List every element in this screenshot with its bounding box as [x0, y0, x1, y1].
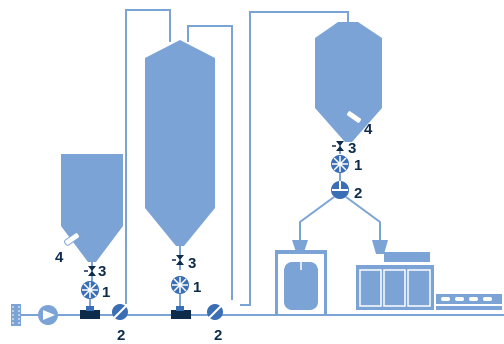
- tall-silo-valve-label: 3: [188, 255, 196, 272]
- diverter-left-label: 2: [117, 327, 125, 344]
- right-diverter-label: 2: [354, 185, 362, 202]
- conveyor: [436, 294, 502, 310]
- rotary-feeder-icon: [331, 155, 349, 173]
- small-silo: [61, 154, 123, 262]
- compartment-machine: [356, 240, 434, 310]
- right-hopper-valve-label: 3: [348, 140, 356, 157]
- filter-icon: [11, 304, 21, 326]
- right-hopper-sensor-label: 4: [364, 121, 373, 138]
- injector-left: [80, 299, 100, 319]
- butterfly-valve-icon: [172, 246, 184, 270]
- split-pipes: [299, 196, 381, 240]
- conveying-pipes: [125, 9, 349, 306]
- small-silo-sensor-label: 4: [55, 249, 64, 266]
- small-silo-feeder-label: 1: [102, 284, 110, 301]
- right-hopper-feeder-label: 1: [354, 157, 362, 174]
- rotary-feeder-icon: [81, 281, 99, 299]
- butterfly-valve-icon: [84, 262, 96, 282]
- level-sensor-icon: [64, 232, 80, 246]
- rotary-feeder-icon: [171, 276, 189, 294]
- butterfly-valve-icon: [332, 141, 344, 154]
- blower-icon: [38, 305, 58, 325]
- diverter-middle-label: 2: [214, 327, 222, 344]
- level-sensor-icon: [346, 110, 362, 124]
- small-silo-valve-label: 3: [98, 263, 106, 280]
- tall-silo: [145, 40, 215, 246]
- tall-silo-feeder-label: 1: [193, 279, 201, 296]
- injector-middle: [171, 294, 191, 319]
- diverter-valve-icon: [331, 173, 349, 199]
- mixer-tank: [275, 240, 327, 314]
- diverter-valve-icon: [112, 304, 128, 320]
- diverter-valve-icon: [207, 304, 223, 320]
- right-hopper: [315, 22, 382, 142]
